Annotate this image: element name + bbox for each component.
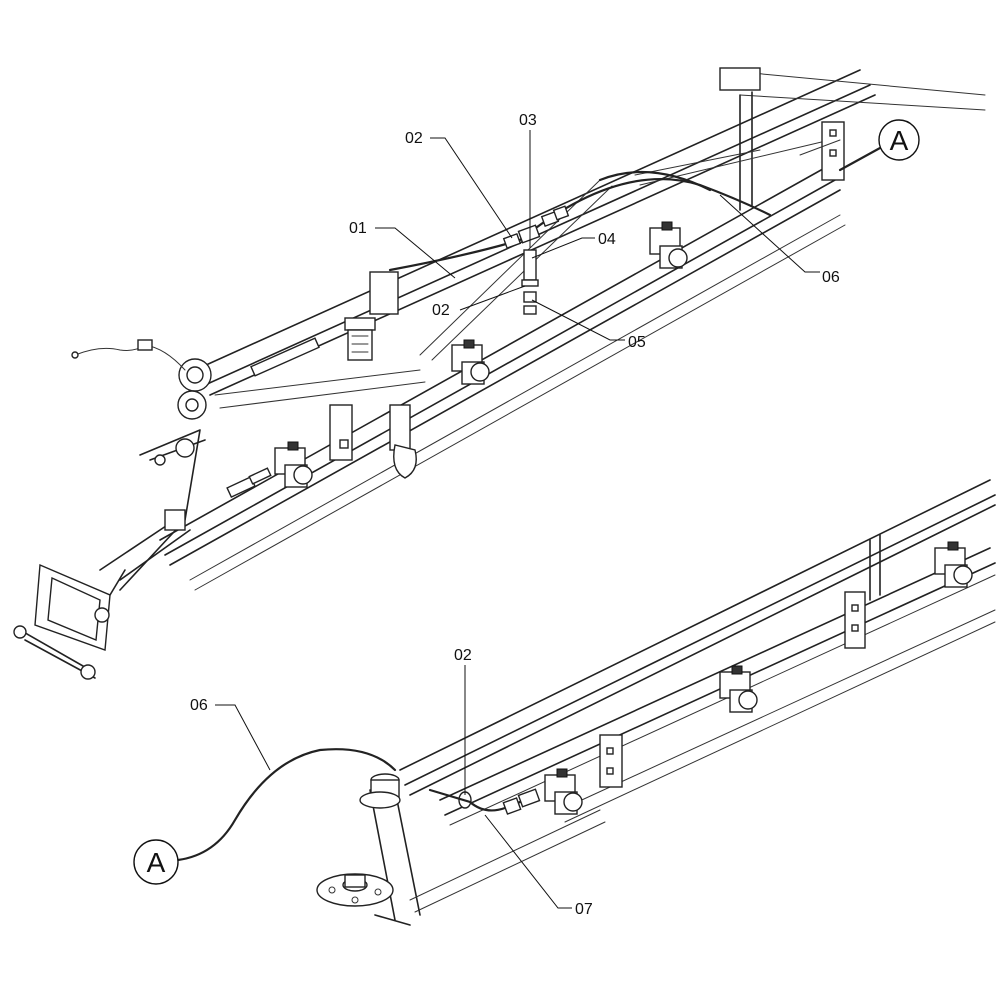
callout-05: 05: [628, 334, 646, 351]
nozzle-body-upper-left: [274, 441, 313, 488]
nozzle-body-upper-right: [649, 221, 688, 269]
callout-03: 03: [519, 112, 537, 129]
nozzle-body-lower-mid: [719, 665, 758, 713]
reference-marker-bottom: A: [133, 839, 179, 885]
reference-marker-bottom-label: A: [147, 847, 166, 878]
callout-02-top: 02: [405, 130, 423, 147]
reference-marker-top: A: [878, 119, 920, 161]
callout-07: 07: [575, 901, 593, 918]
callout-02-bottom: 02: [454, 647, 472, 664]
lower-boom-assembly: [176, 479, 996, 926]
callout-01: 01: [349, 220, 367, 237]
callout-06-bottom: 06: [190, 697, 208, 714]
leader-lines: [215, 130, 820, 909]
callout-04: 04: [598, 231, 616, 248]
callout-06-top: 06: [822, 269, 840, 286]
hose-clamp-and-elbow: [428, 788, 541, 815]
nozzle-body-upper-mid: [451, 339, 490, 385]
nozzle-body-lower-left: [544, 768, 583, 815]
upper-boom-assembly: [13, 67, 986, 680]
reference-marker-top-label: A: [890, 125, 909, 156]
tee-fitting-assembly: [502, 205, 570, 315]
callout-02-mid: 02: [432, 302, 450, 319]
nozzle-body-lower-right: [934, 541, 973, 588]
